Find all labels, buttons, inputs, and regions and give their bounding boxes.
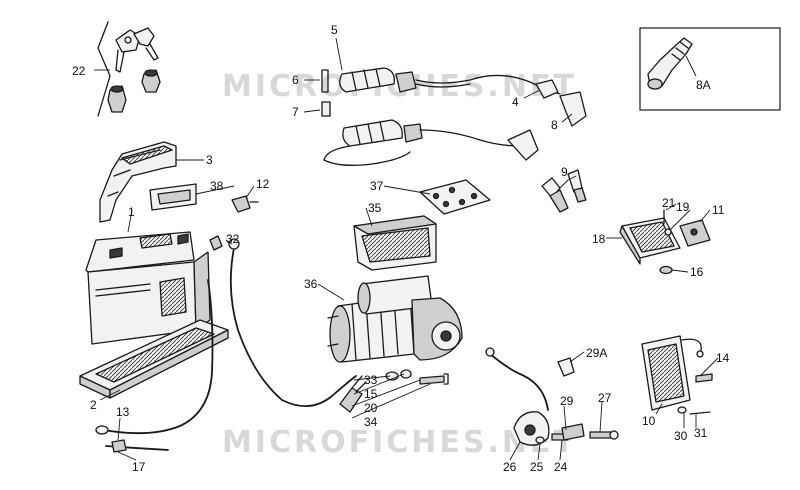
ignition-coils	[321, 67, 587, 166]
label-13: 13	[116, 405, 130, 419]
label-17: 17	[132, 460, 146, 474]
pickup-sensor	[485, 347, 619, 446]
label-7: 7	[292, 105, 299, 119]
label-16: 16	[690, 265, 704, 279]
voltage-regulator	[619, 209, 711, 275]
label-38: 38	[210, 179, 224, 193]
label-29: 29	[560, 394, 574, 408]
label-31: 31	[694, 426, 708, 440]
label-9: 9	[561, 165, 568, 179]
label-4: 4	[512, 95, 519, 109]
rectifier-unit	[641, 335, 713, 415]
label-18: 18	[592, 232, 606, 246]
label-19: 19	[676, 200, 690, 214]
label-36: 36	[304, 277, 318, 291]
battery-tray	[79, 319, 229, 399]
label-12: 12	[256, 177, 270, 191]
spark-plug-cap-inset	[647, 37, 693, 90]
label-29a: 29A	[586, 346, 607, 360]
label-15: 15	[364, 387, 378, 401]
label-22: 22	[72, 64, 86, 78]
label-8: 8	[551, 118, 558, 132]
label-6: 6	[292, 73, 299, 87]
label-24: 24	[554, 460, 568, 474]
fuse-connector	[231, 195, 259, 213]
label-33: 33	[364, 373, 378, 387]
gasket-kit	[419, 179, 491, 215]
label-5: 5	[331, 23, 338, 37]
label-37: 37	[370, 179, 384, 193]
label-14: 14	[716, 351, 730, 365]
label-25: 25	[530, 460, 544, 474]
starter-cover	[353, 215, 437, 271]
label-2: 2	[90, 398, 97, 412]
battery-strap	[99, 141, 197, 223]
leader-lines	[99, 37, 719, 461]
spark-plugs	[541, 169, 587, 213]
label-35: 35	[368, 201, 382, 215]
label-1: 1	[128, 205, 135, 219]
label-20: 20	[364, 401, 378, 415]
label-34: 34	[364, 415, 378, 429]
label-21: 21	[662, 196, 676, 210]
label-26: 26	[503, 460, 517, 474]
inset-frame	[639, 27, 781, 111]
starter-motor	[327, 275, 463, 363]
label-3: 3	[206, 153, 213, 167]
label-8a: 8A	[696, 78, 711, 92]
label-11: 11	[712, 203, 725, 217]
label-30: 30	[674, 429, 688, 443]
label-10: 10	[642, 414, 656, 428]
key-lock-set	[94, 21, 161, 117]
part-labels: 22 5 6 7 4 8 8A 3 38 12 37 9 21 19 11 18…	[72, 23, 730, 474]
label-27: 27	[598, 391, 612, 405]
label-32: 32	[226, 232, 240, 246]
battery-cables	[95, 238, 357, 453]
